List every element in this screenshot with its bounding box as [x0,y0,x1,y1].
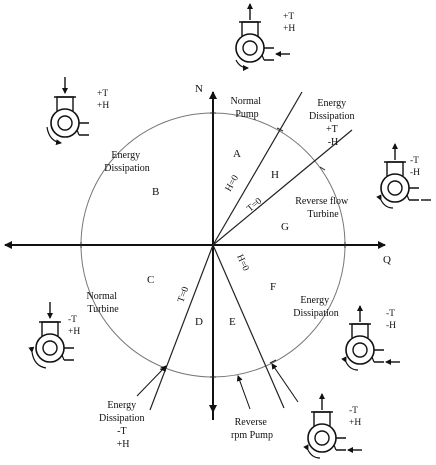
zone-c: C [147,274,154,286]
reverse-rpm-pump-label: Reverse rpm Pump [231,417,273,441]
h-zero-label-upper: H=0 [224,174,241,194]
zone-b: B [152,186,159,198]
reverse-flow-turbine-label: Reverse flow Turbine [295,196,351,220]
h-zero-line-upper [212,91,303,246]
lower-left-pump-signs: -T +H [68,315,80,337]
h-zero-label-lower: H=0 [234,253,250,273]
pointer-arrow-bottom-right [271,363,299,403]
t-zero-line-upper [212,129,353,246]
zone-d: D [195,316,203,328]
north-axis-label: N [195,83,203,95]
upper-left-pump-icon [46,77,90,146]
top-pump-signs: +T +H [283,12,296,34]
upper-left-pump-signs: +T +H [97,89,110,111]
q-axis-label: Q [383,254,391,266]
zone-f: F [270,281,276,293]
energy-dissipation-bottom-left-label: Energy Dissipation -T +H [99,400,147,450]
pointer-arrow-bottom-left [136,365,167,397]
zone-a: A [233,148,241,160]
bottom-pump-signs: -T +H [349,406,361,428]
t-zero-line-lower [149,244,214,411]
normal-turbine-label: Normal Turbine [86,291,119,315]
energy-dissipation-right-label: Energy Dissipation [293,295,339,319]
zone-e: E [229,316,236,328]
lower-right-pump-signs: -T -H [386,309,397,331]
t-zero-label-lower: T=0 [176,285,191,304]
pointer-arrow-bottom-center [236,375,251,410]
zone-h: H [271,169,279,181]
lower-right-pump-icon [341,305,400,371]
right-pump-signs: -T -H [410,156,421,178]
energy-dissipation-top-right-label: Energy Dissipation +T -H [309,98,357,148]
lower-left-pump-icon [28,302,75,369]
top-pump-icon [235,3,290,71]
energy-dissipation-left-label: Energy Dissipation [104,150,150,174]
bottom-pump-icon [303,393,362,459]
h-zero-line-lower [212,244,285,409]
t-zero-label-upper: T=0 [246,196,265,214]
zone-g: G [281,221,289,233]
right-pump-icon [376,143,431,209]
normal-pump-label: Normal Pump [230,96,263,120]
